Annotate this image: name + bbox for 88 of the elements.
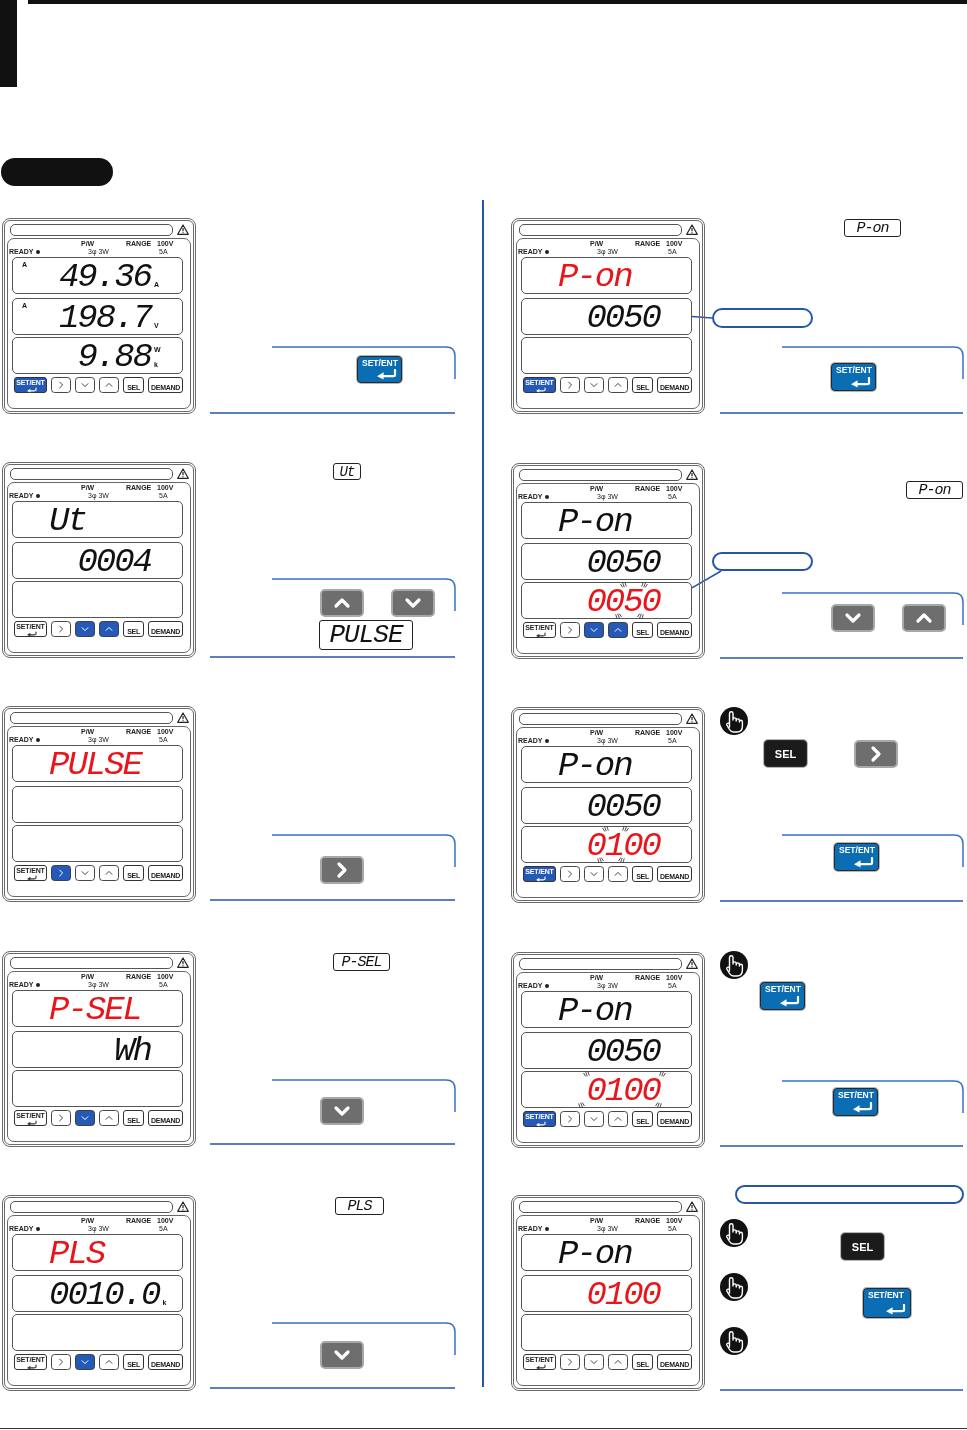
display-window xyxy=(521,991,692,1028)
display-readout: P-SEL xyxy=(49,998,142,1022)
segment-code: P-on xyxy=(918,482,951,498)
display-window xyxy=(12,257,183,294)
display-readout: 0050 xyxy=(586,795,660,819)
display-window xyxy=(521,582,692,619)
display-window xyxy=(521,1071,692,1108)
panel-meter xyxy=(2,218,196,414)
callout-bubble xyxy=(735,1185,964,1204)
display-window xyxy=(12,1275,183,1312)
panel-meter xyxy=(2,462,196,658)
segment-frame xyxy=(844,219,901,237)
display-readout: 49.36 xyxy=(58,265,151,289)
display-readout: P-on xyxy=(558,510,632,534)
display-readout: PLS xyxy=(49,1242,105,1266)
segment-code: Ut xyxy=(339,464,355,479)
display-window xyxy=(12,542,183,579)
set-enter-key: SET/ENT xyxy=(833,1088,878,1116)
display-readout: 9.88 xyxy=(77,345,151,369)
callout-bubble xyxy=(712,308,813,328)
panel-meter xyxy=(511,218,705,414)
display-window xyxy=(12,990,183,1027)
select-key: SEL xyxy=(764,740,807,767)
display-window xyxy=(521,1234,692,1271)
display-readout: 0004 xyxy=(77,550,151,574)
display-readout: 0050 xyxy=(586,1040,660,1064)
callout-bubble xyxy=(712,552,813,571)
display-window xyxy=(12,1070,183,1107)
display-readout: P-on xyxy=(558,1242,632,1266)
section-tab xyxy=(1,158,113,186)
display-readout: 0010.0 xyxy=(49,1283,160,1307)
leader-line xyxy=(691,570,722,589)
display-window xyxy=(521,502,692,539)
display-window xyxy=(12,501,183,538)
panel-meter xyxy=(2,951,196,1147)
set-enter-key: SET/ENT xyxy=(760,982,805,1010)
display-window xyxy=(521,746,692,783)
display-window xyxy=(12,1031,183,1068)
display-window xyxy=(12,825,183,862)
display-window xyxy=(521,337,692,374)
display-readout: Ut xyxy=(49,509,86,533)
display-window xyxy=(12,1314,183,1351)
panel-meter xyxy=(511,707,705,903)
display-readout: 0100 xyxy=(586,834,660,858)
display-window xyxy=(521,787,692,824)
display-readout: 0050 xyxy=(586,590,660,614)
display-readout: 0100 xyxy=(586,1079,660,1103)
segment-code: PLS xyxy=(347,1198,372,1214)
display-readout: 0050 xyxy=(586,306,660,330)
display-window xyxy=(521,298,692,335)
display-window xyxy=(521,257,692,294)
panel-meter xyxy=(2,1195,196,1391)
set-enter-key: SET/ENT xyxy=(357,356,402,383)
segment-code: P-SEL xyxy=(341,954,382,970)
display-window xyxy=(12,786,183,823)
leader-line xyxy=(691,315,713,319)
panel-meter xyxy=(2,706,196,902)
display-window xyxy=(12,745,183,782)
select-key: SEL xyxy=(841,1233,884,1260)
display-readout: PULSE xyxy=(49,753,142,777)
display-window xyxy=(521,1275,692,1312)
segment-frame xyxy=(319,620,413,650)
segment-code: PULSE xyxy=(329,621,403,649)
set-enter-key: SET/ENT xyxy=(834,843,879,871)
panel-meter xyxy=(511,952,705,1148)
set-enter-key: SET/ENT xyxy=(863,1288,911,1318)
panel-meter xyxy=(511,463,705,659)
segment-frame xyxy=(333,953,390,971)
display-window xyxy=(12,337,183,374)
display-window xyxy=(12,298,183,335)
segment-frame xyxy=(335,1197,384,1215)
set-enter-key: SET/ENT xyxy=(831,363,876,391)
display-readout: P-on xyxy=(558,265,632,289)
display-readout: 198.7 xyxy=(58,306,151,330)
display-readout: P-on xyxy=(558,999,632,1023)
display-readout: 0100 xyxy=(586,1283,660,1307)
display-window xyxy=(12,581,183,618)
display-readout: 0050 xyxy=(586,551,660,575)
display-readout: P-on xyxy=(558,754,632,778)
segment-frame xyxy=(333,463,361,480)
segment-frame xyxy=(906,481,963,499)
display-window xyxy=(521,826,692,863)
display-window xyxy=(521,543,692,580)
panel-meter xyxy=(511,1195,705,1391)
segment-code: P-on xyxy=(856,220,889,236)
display-window xyxy=(12,1234,183,1271)
display-window xyxy=(521,1032,692,1069)
display-window xyxy=(521,1314,692,1351)
